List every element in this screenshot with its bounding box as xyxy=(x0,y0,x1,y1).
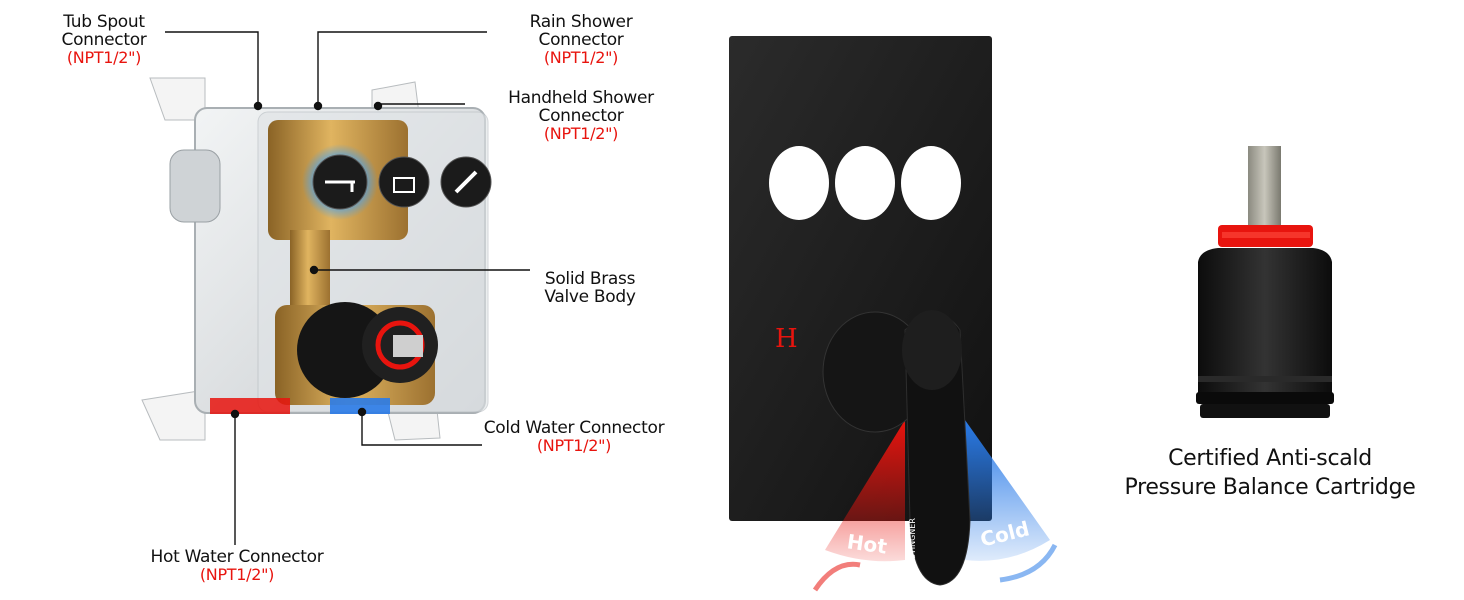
callout-name: Rain Shower Connector xyxy=(529,12,633,50)
brass-body-callout: Solid Brass Valve Body xyxy=(528,254,652,323)
callout-spec: (NPT1/2") xyxy=(66,47,142,67)
callout-name: Hot Water Connector xyxy=(150,547,324,567)
cartridge-caption: Certified Anti-scald Pressure Balance Ca… xyxy=(1120,444,1420,502)
tub-spout-callout: Tub Spout Connector (NPT1/2") xyxy=(22,12,186,67)
callout-leaders xyxy=(165,31,530,545)
rough-in-valve xyxy=(141,77,492,441)
callout-name: Handheld Shower Connector xyxy=(508,88,654,126)
cold-water-callout: Cold Water Connector (NPT1/2") xyxy=(480,418,668,455)
hot-side-mark: H xyxy=(775,324,798,354)
rain-shower-callout: Rain Shower Connector (NPT1/2") xyxy=(486,12,676,67)
caption-line-1: Certified Anti-scald xyxy=(1168,446,1372,471)
callout-spec: (NPT1/2") xyxy=(199,564,275,584)
brand-logo-text: BOSTINGNER xyxy=(907,518,917,571)
callout-spec: (NPT1/2") xyxy=(536,435,612,455)
caption-line-2: Pressure Balance Cartridge xyxy=(1124,475,1416,500)
callout-name: Cold Water Connector xyxy=(483,418,665,438)
cartridge-illustration xyxy=(1196,146,1334,418)
callout-spec: (NPT1/2") xyxy=(543,123,619,143)
callout-spec: (NPT1/2") xyxy=(543,47,619,67)
handheld-shower-callout: Handheld Shower Connector (NPT1/2") xyxy=(466,88,696,143)
callout-name: Tub Spout Connector xyxy=(61,12,147,50)
trim-plate xyxy=(729,36,1058,592)
hot-water-callout: Hot Water Connector (NPT1/2") xyxy=(148,547,326,584)
callout-name: Solid Brass Valve Body xyxy=(544,268,636,307)
